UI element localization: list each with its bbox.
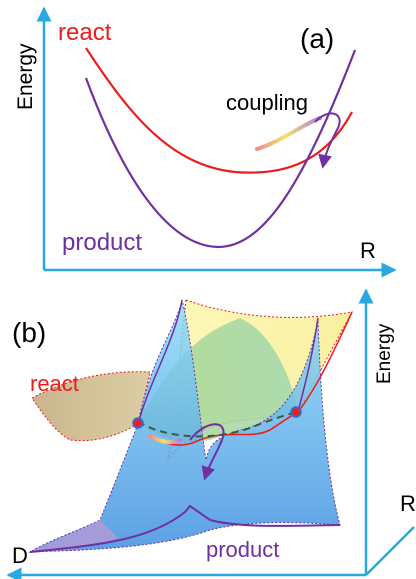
product-surface-edge [29,504,341,553]
crossing-node-left [132,417,144,429]
coupling-transition [255,116,322,151]
r-axis-label: R [400,491,416,516]
panel-a-x-axis-label: R [360,238,376,263]
panel-b-react-label: react [30,371,79,396]
panel-a: Energy R (a) react product coupling [14,6,397,278]
coupling-label: coupling [226,90,308,115]
product-sheet-edge-left [137,299,183,425]
product-sheet-edge-right [297,317,319,413]
react-curve [85,47,353,174]
product-label: product [62,229,142,256]
react-sheet-edge-right [297,311,353,413]
product-curve [84,49,357,249]
transition-curve [148,434,182,445]
brown-surface [31,371,151,442]
panel-a-label: (a) [300,23,334,54]
coupling-arrow [314,112,341,169]
energy-axis-label: Energy [374,323,395,384]
crossing-node-right [290,406,302,418]
panel-a-y-axis-label: Energy [14,43,37,110]
react-crease [149,411,299,446]
panel-b-product-label: product [206,537,279,562]
transition-arrow [189,423,225,481]
d-axis-label: D [12,543,28,568]
panel-b-label: (b) [12,317,46,348]
r-axis [365,526,415,576]
blue-surface [28,299,341,553]
panel-b: Energy R D (b) react product [6,288,416,579]
react-label: react [58,19,112,46]
crossing-path [137,411,299,438]
